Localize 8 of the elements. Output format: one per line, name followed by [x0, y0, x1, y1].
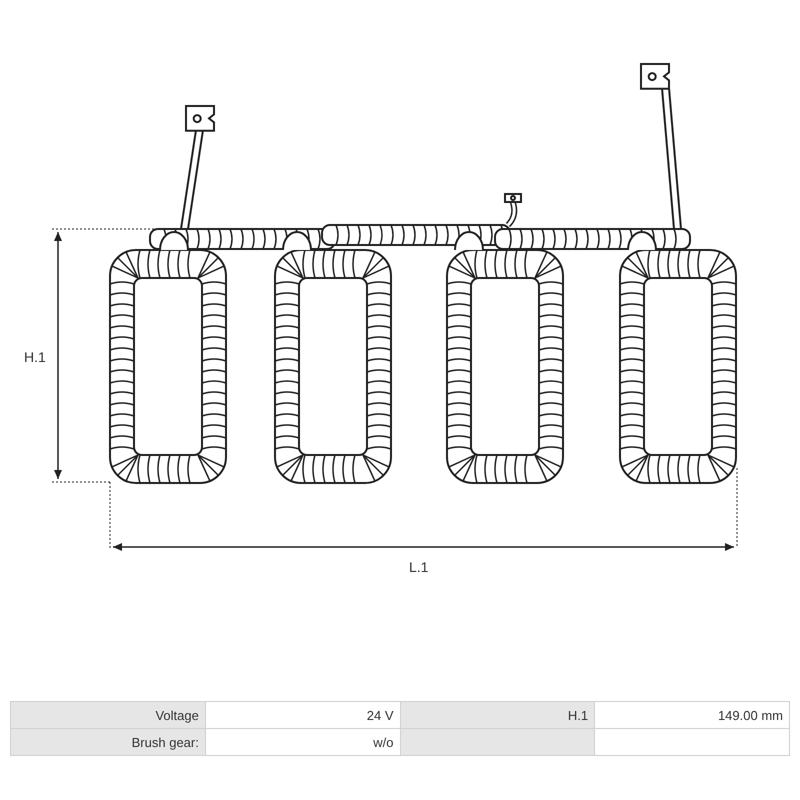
- value-cell: w/o: [205, 728, 400, 756]
- header-cell: Voltage: [10, 702, 206, 728]
- value-cell: 149.00 mm: [594, 702, 790, 728]
- value-cell: 24 V: [205, 702, 400, 728]
- header-cell: H.1: [400, 702, 595, 728]
- dimension-label: L.1: [409, 559, 428, 575]
- dimension-label: H.1: [24, 349, 46, 365]
- header-cell: Brush gear:: [10, 728, 206, 756]
